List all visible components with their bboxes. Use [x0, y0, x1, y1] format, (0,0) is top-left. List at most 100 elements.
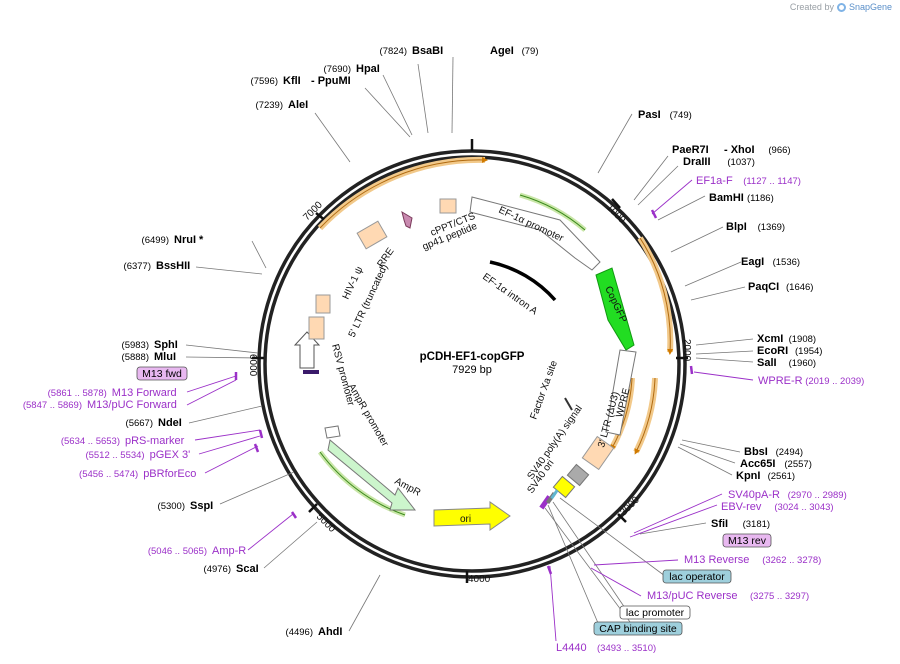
- primer-ebvrev-name: EBV-rev: [721, 501, 762, 513]
- label-rsv-promoter: RSV promoter: [329, 343, 356, 408]
- primer-pbrforeco-name: pBRforEco: [143, 468, 196, 480]
- label-hiv-psi: HIV-1 ψ: [341, 265, 366, 301]
- enzyme-alei-name: AleI: [288, 99, 308, 111]
- primer-sv40par-name: SV40pA-R: [728, 489, 780, 501]
- enzyme-paqci-pos: (1646): [786, 282, 813, 293]
- label-factor-xa: Factor Xa site: [528, 359, 560, 421]
- enzyme-scai-name: ScaI: [236, 563, 259, 575]
- enzyme-bsshii-name: BssHII: [156, 260, 190, 272]
- enzyme-ahdi-name: AhdI: [318, 626, 342, 638]
- primer-pbrforeco-range: (5456 .. 5474): [79, 469, 138, 480]
- primer-m13forward-name: M13 Forward: [112, 387, 177, 399]
- snapgene-logo-icon: [836, 2, 846, 12]
- primer-l4440-name: L4440: [556, 642, 587, 654]
- leader-lines: [185, 56, 754, 632]
- ampr-shape: [327, 439, 417, 511]
- enzyme-ecori-name: EcoRI: [757, 345, 788, 357]
- primer-prsmarker-range: (5634 .. 5653): [61, 436, 120, 447]
- enzyme-eagi-pos: (1536): [773, 257, 800, 268]
- factor-xa-mark: [564, 397, 573, 411]
- lac-cluster: [539, 489, 559, 510]
- enzyme-draiii-pos: (1037): [727, 157, 754, 168]
- enzyme-acc65i-pos: (2557): [784, 459, 811, 470]
- ori-shape: [433, 501, 511, 531]
- box-m13fwd-label: M13 fwd: [142, 368, 182, 380]
- enzyme-pasi-pos: (749): [670, 110, 692, 121]
- enzyme-sali-name: SalI: [757, 357, 777, 369]
- enzyme-xhoi-name: - XhoI: [724, 144, 755, 156]
- enzyme-bsabi-pos: (7824): [380, 46, 407, 57]
- tick-4000: 4000: [468, 574, 491, 585]
- enzyme-sfii-name: SfiI: [711, 518, 728, 530]
- box-m13fwd-bg: [136, 366, 188, 381]
- enzyme-alei-pos: (7239): [256, 100, 283, 111]
- cppt-shape: [439, 198, 457, 214]
- ef1a-intron-shape: [489, 260, 557, 302]
- gp41-shape: [401, 210, 413, 229]
- tick-2000: 2000: [681, 339, 692, 362]
- enzyme-nrui-pos: (6499): [142, 235, 169, 246]
- enzyme-agei-pos: (79): [522, 46, 539, 57]
- enzyme-pasi-name: PasI: [638, 109, 661, 121]
- enzyme-ppumi-name: - PpuMI: [311, 75, 351, 87]
- primer-ebvrev-range: (3024 .. 3043): [774, 502, 833, 513]
- box-m13rev-label: M13 rev: [728, 535, 767, 547]
- rre-shape: [356, 220, 388, 250]
- enzyme-draiii-name: DraIII: [683, 156, 711, 168]
- enzyme-hpai-name: HpaI: [356, 63, 380, 75]
- enzyme-ecori-pos: (1954): [795, 346, 822, 357]
- sv40-ori-shape: [552, 475, 576, 499]
- ltr3-shape: [581, 435, 615, 471]
- feature-shapes: [293, 196, 637, 531]
- primer-marks: [234, 209, 694, 575]
- enzyme-blpi-name: BlpI: [726, 221, 747, 233]
- enzyme-paer7i-name: PaeR7I: [672, 144, 709, 156]
- enzyme-hpai-pos: (7690): [324, 64, 351, 75]
- orf-arrows: [317, 156, 674, 518]
- enzyme-bbsi-name: BbsI: [744, 446, 768, 458]
- box-lacpromoter-bg: [619, 605, 691, 620]
- primer-m13pucforward-name: M13/pUC Forward: [87, 399, 177, 411]
- primer-ef1af-range: (1127 .. 1147): [743, 176, 801, 187]
- outer-labels: BsaBI(7824)AgeI(79)HpaI(7690)KflI(7596)-…: [23, 45, 865, 654]
- primer-m13pucreverse-name: M13/pUC Reverse: [647, 590, 737, 602]
- primer-prsmarker-name: pRS-marker: [125, 435, 185, 447]
- ltr5-shape: [308, 316, 325, 340]
- plasmid-length: 7929 bp: [452, 364, 492, 376]
- primer-m13reverse-range: (3262 .. 3278): [762, 555, 821, 566]
- primer-m13pucreverse-range: (3275 .. 3297): [750, 591, 809, 602]
- enzyme-mlui-name: MluI: [154, 351, 176, 363]
- enzyme-scai-pos: (4976): [204, 564, 231, 575]
- plasmid-name: pCDH-EF1-copGFP: [420, 351, 525, 363]
- enzyme-ndei-name: NdeI: [158, 417, 182, 429]
- box-lacoperator-label: lac operator: [669, 571, 725, 583]
- enzyme-acc65i-name: Acc65I: [740, 458, 775, 470]
- primer-leaders: [186, 179, 754, 642]
- enzyme-sphi-pos: (5983): [122, 340, 149, 351]
- wpre-shape: [605, 349, 637, 436]
- primer-pgex3-name: pGEX 3': [150, 449, 191, 461]
- enzyme-bsabi-name: BsaBI: [412, 45, 443, 57]
- primer-sv40par-range: (2970 .. 2989): [788, 490, 847, 501]
- primer-pgex3-range: (5512 .. 5534): [85, 450, 144, 461]
- enzyme-eagi-name: EagI: [741, 256, 764, 268]
- credit-label: Created by: [789, 2, 834, 12]
- enzyme-mlui-pos: (5888): [122, 352, 149, 363]
- enzyme-sspi-name: SspI: [190, 500, 213, 512]
- enzyme-sfii-pos: (3181): [743, 519, 770, 530]
- enzyme-bamhi-name: BamHI: [709, 192, 744, 204]
- enzyme-blpi-pos: (1369): [758, 222, 785, 233]
- box-lacpromoter-label: lac promoter: [626, 607, 685, 619]
- enzyme-xcmi-pos: (1908): [789, 334, 816, 345]
- primer-wprer-name: WPRE-R: [758, 375, 803, 387]
- label-ori: ori: [460, 514, 471, 525]
- primer-ef1af-name: EF1a-F: [696, 175, 733, 187]
- copgfp-shape: [595, 267, 635, 351]
- tick-6000: 6000: [247, 354, 258, 377]
- hiv-psi-shape: [315, 294, 331, 314]
- ampr-promoter-shape: [324, 425, 341, 439]
- enzyme-kfli-name: KflI: [283, 75, 301, 87]
- enzyme-sali-pos: (1960): [789, 358, 816, 369]
- primer-ampr-range: (5046 .. 5065): [148, 546, 207, 557]
- enzyme-kpni-name: KpnI: [736, 470, 760, 482]
